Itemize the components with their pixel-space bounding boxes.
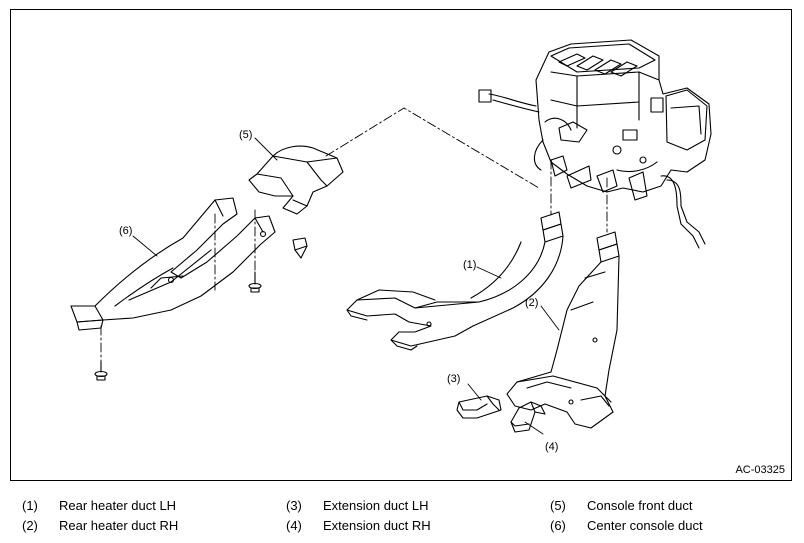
extension-duct-lh <box>456 395 502 419</box>
screw-fastener-lower <box>94 361 108 381</box>
legend-number: (6) <box>550 518 566 533</box>
legend-label: Console front duct <box>587 498 693 513</box>
callout-4: (4) <box>545 441 558 453</box>
legend-number: (5) <box>550 498 566 513</box>
legend-label: Center console duct <box>587 518 703 533</box>
center-console-duct <box>70 197 276 331</box>
clip-fastener <box>292 237 308 259</box>
legend-label: Rear heater duct RH <box>59 518 179 533</box>
figure-id: AC-03325 <box>735 464 785 476</box>
legend-number: (1) <box>22 498 38 513</box>
legend-label: Rear heater duct LH <box>59 498 177 513</box>
exploded-view-drawing: (5) (6) (1) (2) (3) (4) <box>70 39 712 453</box>
rear-heater-duct-lh <box>346 211 564 351</box>
legend-label: Extension duct RH <box>323 518 431 533</box>
alignment-lines <box>100 107 608 363</box>
diagram-frame: (5) (6) (1) (2) (3) (4) AC-03325 <box>10 9 792 481</box>
legend-number: (4) <box>286 518 302 533</box>
legend-number: (3) <box>286 498 302 513</box>
callout-1: (1) <box>463 259 476 271</box>
screw-fastener-upper <box>248 271 262 293</box>
legend-number: (2) <box>22 518 38 533</box>
callout-3: (3) <box>447 373 460 385</box>
callout-2: (2) <box>525 297 538 309</box>
callout-5: (5) <box>239 129 252 141</box>
console-front-duct <box>248 145 344 215</box>
rear-heater-duct-rh <box>506 231 620 429</box>
legend-label: Extension duct LH <box>323 498 429 513</box>
extension-duct-rh <box>510 401 546 433</box>
heater-unit <box>478 39 712 249</box>
leader-lines <box>132 137 560 435</box>
callout-6: (6) <box>119 225 132 237</box>
